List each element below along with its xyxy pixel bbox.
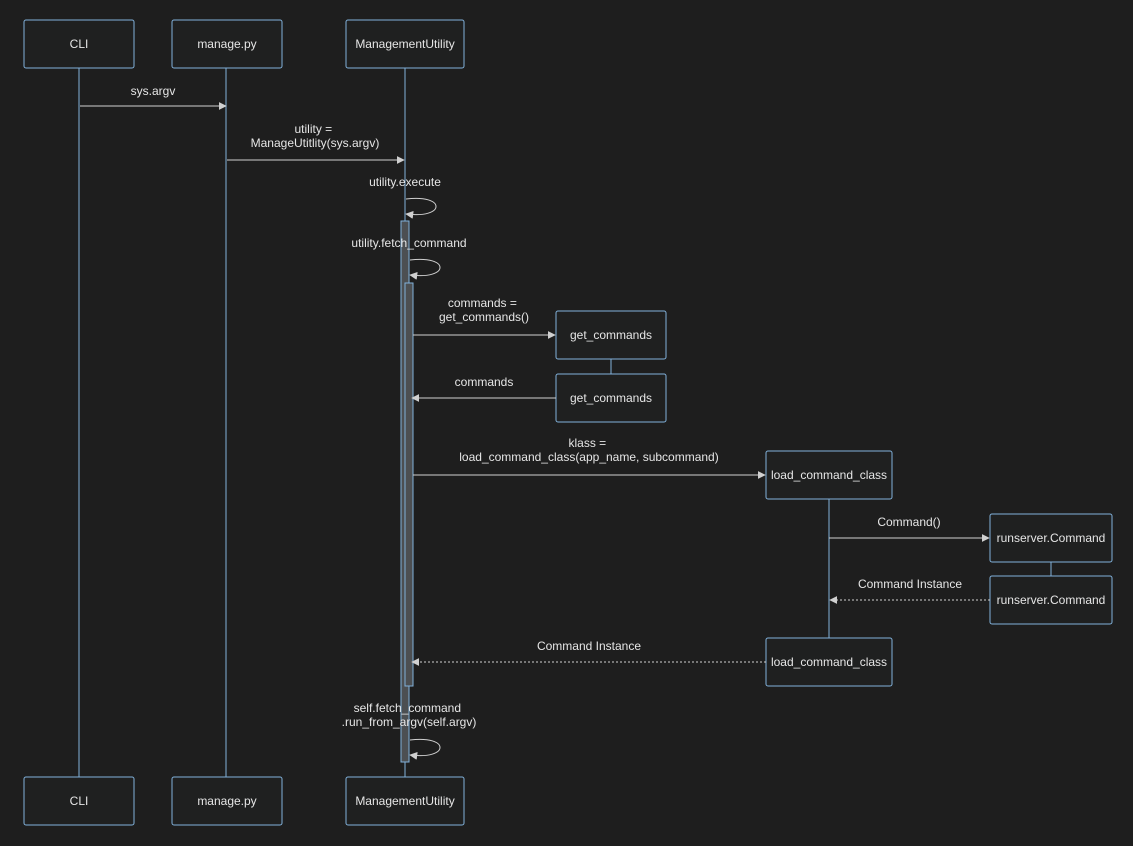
message-label: sys.argv: [131, 84, 176, 98]
message-label-line: Command(): [877, 515, 940, 529]
message-label: klass = load_command_class(app_name, sub…: [459, 436, 718, 464]
actor-label: get_commands: [570, 328, 652, 342]
message-label: Command Instance: [537, 639, 641, 653]
message-label-line: commands: [455, 375, 514, 389]
message-label-line: klass =: [568, 436, 606, 450]
actor-label: get_commands: [570, 391, 652, 405]
actor-load-command-class-return: load_command_class: [765, 637, 893, 687]
message-create-utility: utility = ManageUtitlity(sys.argv): [227, 122, 405, 164]
message-commands-return: commands: [411, 375, 556, 402]
message-run-from-argv: self.fetch_command .run_from_argv(self.a…: [342, 701, 477, 760]
actor-label: load_command_class: [771, 468, 887, 482]
message-fetch-command: utility.fetch_command: [351, 236, 467, 280]
message-label: commands = get_commands(): [439, 296, 529, 324]
message-label-line: utility.execute: [369, 175, 441, 189]
actor-label: runserver.Command: [997, 593, 1106, 607]
actor-runserver-command-return: runserver.Command: [989, 575, 1113, 625]
message-label: utility.fetch_command: [351, 236, 466, 250]
activation-fetch-command: [404, 282, 414, 687]
message-label-line: load_command_class(app_name, subcommand): [459, 450, 718, 464]
message-label: Command Instance: [858, 577, 962, 591]
message-label: utility.execute: [369, 175, 441, 189]
message-label-line: commands =: [448, 296, 517, 310]
message-label-line: ManageUtitlity(sys.argv): [251, 136, 380, 150]
message-label: commands: [455, 375, 514, 389]
message-command-instance-return-2: Command Instance: [411, 639, 766, 666]
message-label-line: Command Instance: [537, 639, 641, 653]
message-label-line: sys.argv: [131, 84, 176, 98]
message-command-instance-return-1: Command Instance: [829, 577, 990, 604]
actor-get-commands-call: get_commands: [555, 310, 667, 360]
actor-label: CLI: [70, 794, 89, 808]
actor-label: load_command_class: [771, 655, 887, 669]
actor-label: manage.py: [197, 37, 256, 51]
actor-runserver-command-call: runserver.Command: [989, 513, 1113, 563]
message-label-line: .run_from_argv(self.argv): [342, 715, 477, 729]
actor-load-command-class-call: load_command_class: [765, 450, 893, 500]
actor-cli-top: CLI: [23, 19, 135, 69]
actor-label: ManagementUtility: [355, 794, 454, 808]
actor-cli-bottom: CLI: [23, 776, 135, 826]
message-command-constructor: Command(): [829, 515, 990, 542]
actor-manage-top: manage.py: [171, 19, 283, 69]
actor-get-commands-return: get_commands: [555, 373, 667, 423]
message-label: Command(): [877, 515, 940, 529]
message-label: utility = ManageUtitlity(sys.argv): [251, 122, 380, 150]
actor-manage-bottom: manage.py: [171, 776, 283, 826]
message-label-line: Command Instance: [858, 577, 962, 591]
actor-utility-top: ManagementUtility: [345, 19, 465, 69]
actor-label: CLI: [70, 37, 89, 51]
message-label: self.fetch_command .run_from_argv(self.a…: [342, 701, 477, 729]
actor-utility-bottom: ManagementUtility: [345, 776, 465, 826]
message-get-commands-call: commands = get_commands(): [413, 296, 556, 339]
message-label-line: self.fetch_command: [354, 701, 461, 715]
message-label-line: utility =: [294, 122, 332, 136]
message-sys-argv: sys.argv: [80, 84, 227, 110]
actor-label: ManagementUtility: [355, 37, 454, 51]
actor-label: runserver.Command: [997, 531, 1106, 545]
message-label-line: utility.fetch_command: [351, 236, 466, 250]
message-load-command-class: klass = load_command_class(app_name, sub…: [413, 436, 766, 479]
message-utility-execute: utility.execute: [369, 175, 441, 219]
actor-label: manage.py: [197, 794, 256, 808]
message-label-line: get_commands(): [439, 310, 529, 324]
